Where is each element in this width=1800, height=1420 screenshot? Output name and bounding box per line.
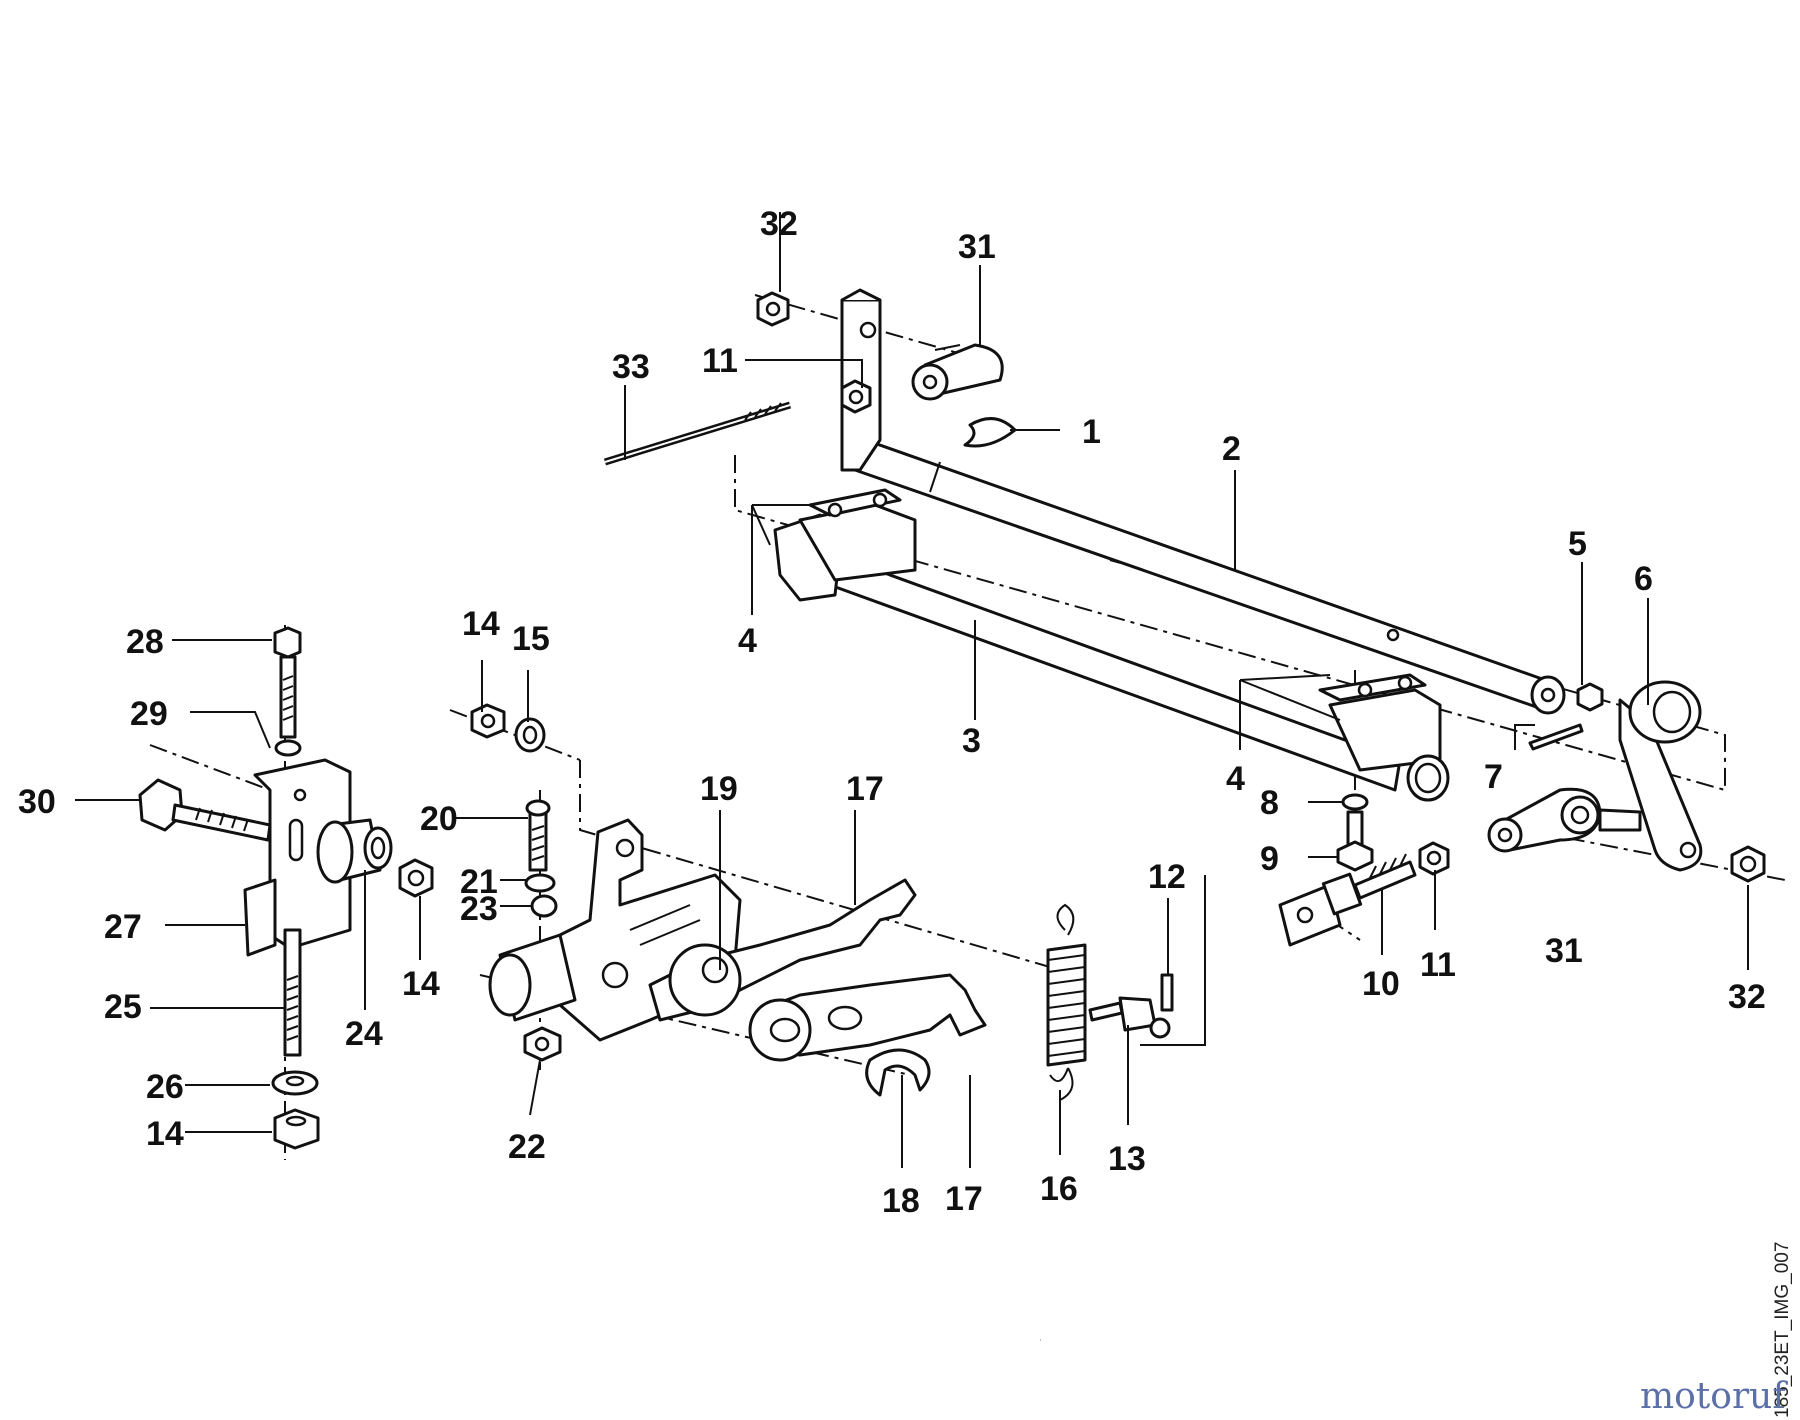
- lever-17-upper: [648, 878, 917, 1022]
- rod-33: [603, 401, 792, 466]
- callout-6: 6: [1634, 560, 1653, 598]
- washer-21: [524, 873, 556, 893]
- nut-14-bottom: [273, 1108, 320, 1150]
- callout-24: 24: [345, 1015, 383, 1053]
- leader-lines: [75, 212, 1749, 1168]
- callout-27: 27: [104, 908, 142, 946]
- bolt-20: [525, 799, 551, 872]
- callout-9: 9: [1260, 840, 1279, 878]
- stud-13: [1088, 996, 1171, 1039]
- callout-18: 18: [882, 1182, 920, 1220]
- callout-14-top: 14: [462, 605, 500, 643]
- stud-25: [283, 928, 302, 1057]
- callout-4-right: 4: [1226, 760, 1245, 798]
- callout-31-top: 31: [958, 228, 996, 266]
- washer-8: [1341, 793, 1369, 811]
- nut-14-left: [398, 858, 434, 898]
- callout-17-top: 17: [846, 770, 884, 808]
- callout-21: 21: [460, 863, 498, 901]
- nut-11-right: [1418, 841, 1450, 876]
- callout-15: 15: [512, 620, 550, 658]
- watermark-logo: motoruf: [1640, 1376, 1788, 1417]
- callout-10: 10: [1362, 965, 1400, 1003]
- image-code: 185_23ET_IMG_007: [1772, 1242, 1793, 1418]
- callout-20: 20: [420, 800, 458, 838]
- callout-11-right: 11: [1420, 946, 1456, 984]
- callout-22: 22: [508, 1128, 546, 1166]
- pin-12: [1160, 973, 1174, 1012]
- callout-13: 13: [1108, 1140, 1146, 1178]
- bolt-28: [273, 626, 302, 739]
- tensioner-10: [1278, 853, 1417, 947]
- nut-5: [1576, 682, 1604, 712]
- callout-14-bottom: 14: [146, 1115, 184, 1153]
- callout-17-bottom: 17: [945, 1180, 983, 1218]
- callout-19: 19: [700, 770, 738, 808]
- washer-26: [271, 1070, 319, 1096]
- callout-29: 29: [130, 695, 168, 733]
- callout-4-left: 4: [738, 622, 757, 660]
- nut-22: [523, 1026, 562, 1062]
- callout-28: 28: [126, 623, 164, 661]
- washer-15: [514, 717, 546, 753]
- bolt-30: [138, 778, 272, 842]
- nut-14-top: [470, 703, 506, 739]
- callout-3: 3: [962, 722, 981, 760]
- callout-33: 33: [612, 348, 650, 386]
- callout-25: 25: [104, 988, 142, 1026]
- clip-18: [865, 1048, 931, 1097]
- rod-end-31-top: [911, 343, 1004, 401]
- callout-8: 8: [1260, 784, 1279, 822]
- rod-end-31-right: [1487, 787, 1642, 853]
- callout-5: 5: [1568, 525, 1587, 563]
- nut-32-top: [756, 291, 790, 327]
- callout-14-left: 14: [402, 965, 440, 1003]
- callout-numbers: 1 2 3 4 4 5 6 7 8 9 10 11 11 12 13 14 14…: [18, 205, 1766, 1220]
- clip-1: [963, 417, 1017, 448]
- washer-29: [274, 739, 302, 757]
- lower-shaft-3: [773, 488, 1450, 802]
- pivot-24: [316, 818, 393, 884]
- callout-32-right: 32: [1728, 978, 1766, 1016]
- callout-23: 23: [460, 890, 498, 928]
- callout-32-top: 32: [760, 205, 798, 243]
- callout-31-right: 31: [1545, 932, 1583, 970]
- callout-7: 7: [1484, 758, 1503, 796]
- pin-7: [1528, 723, 1584, 751]
- callout-1: 1: [1082, 413, 1101, 451]
- callout-2: 2: [1222, 430, 1241, 468]
- lever-17-lower: [748, 973, 987, 1062]
- bracket-27: [243, 758, 352, 957]
- callout-11-top: 11: [702, 342, 738, 380]
- washer-23: [530, 894, 558, 918]
- callout-12: 12: [1148, 858, 1186, 896]
- bolt-9: [1336, 810, 1374, 872]
- callout-16: 16: [1040, 1170, 1078, 1208]
- arm-6: [1618, 680, 1703, 872]
- nut-32-right: [1730, 845, 1766, 883]
- spring-16: [1046, 903, 1087, 1101]
- callout-26: 26: [146, 1068, 184, 1106]
- callout-30: 30: [18, 783, 56, 821]
- nut-11-top: [840, 379, 872, 414]
